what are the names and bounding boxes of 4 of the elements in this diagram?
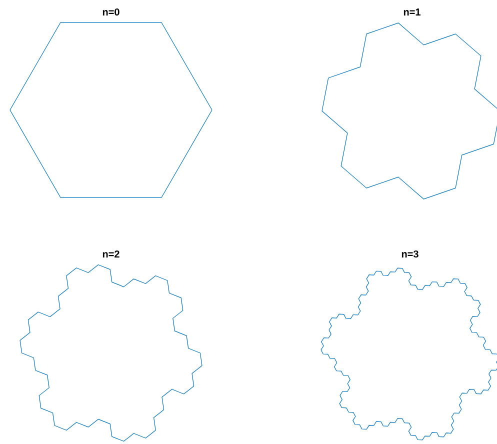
- panel-title: n=1: [404, 8, 420, 16]
- panel-title: n=3: [402, 250, 418, 258]
- panel-title: n=2: [102, 250, 120, 258]
- panel-title: n=0: [102, 8, 120, 16]
